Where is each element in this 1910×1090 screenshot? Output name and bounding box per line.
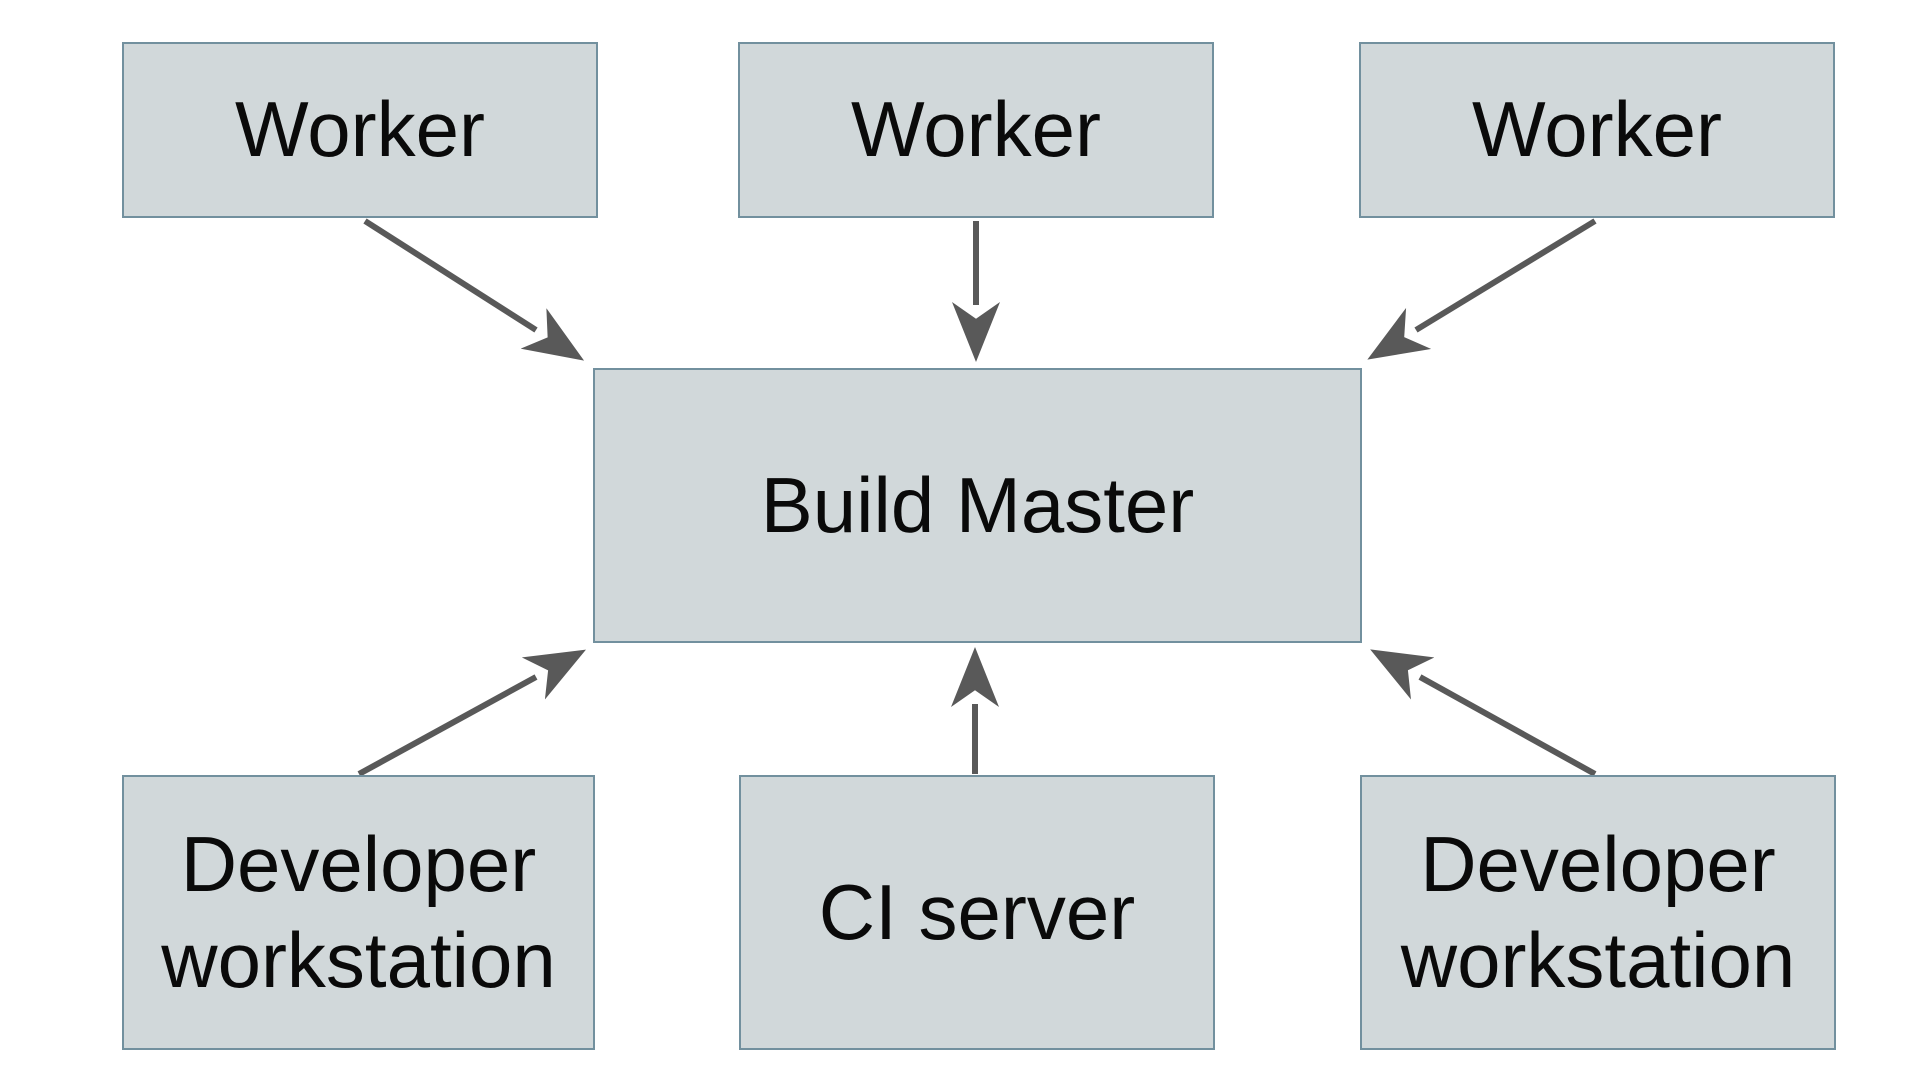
node-worker-3-label: Worker	[1472, 85, 1722, 174]
arrow-worker3-to-build-master	[1367, 218, 1597, 360]
node-build-master: Build Master	[593, 368, 1362, 643]
node-ci-server-label: CI server	[818, 867, 1136, 956]
node-worker-2: Worker	[738, 42, 1214, 218]
node-worker-2-label: Worker	[851, 85, 1101, 174]
arrow-dev-workstation-right-to-build-master	[1370, 649, 1597, 777]
node-build-master-label: Build Master	[760, 460, 1195, 549]
arrow-worker1-to-build-master	[363, 218, 585, 361]
node-worker-3: Worker	[1359, 42, 1835, 218]
node-ci-server: CI server	[739, 775, 1215, 1050]
node-developer-workstation-right-label: Developer workstation	[1400, 820, 1796, 1004]
node-developer-workstation-left-label: Developer workstation	[161, 820, 556, 1004]
node-worker-1: Worker	[122, 42, 598, 218]
node-developer-workstation-left: Developer workstation	[122, 775, 595, 1050]
arrow-dev-workstation-left-to-build-master	[357, 649, 586, 777]
node-developer-workstation-right: Developer workstation	[1360, 775, 1836, 1050]
node-worker-1-label: Worker	[235, 85, 485, 174]
